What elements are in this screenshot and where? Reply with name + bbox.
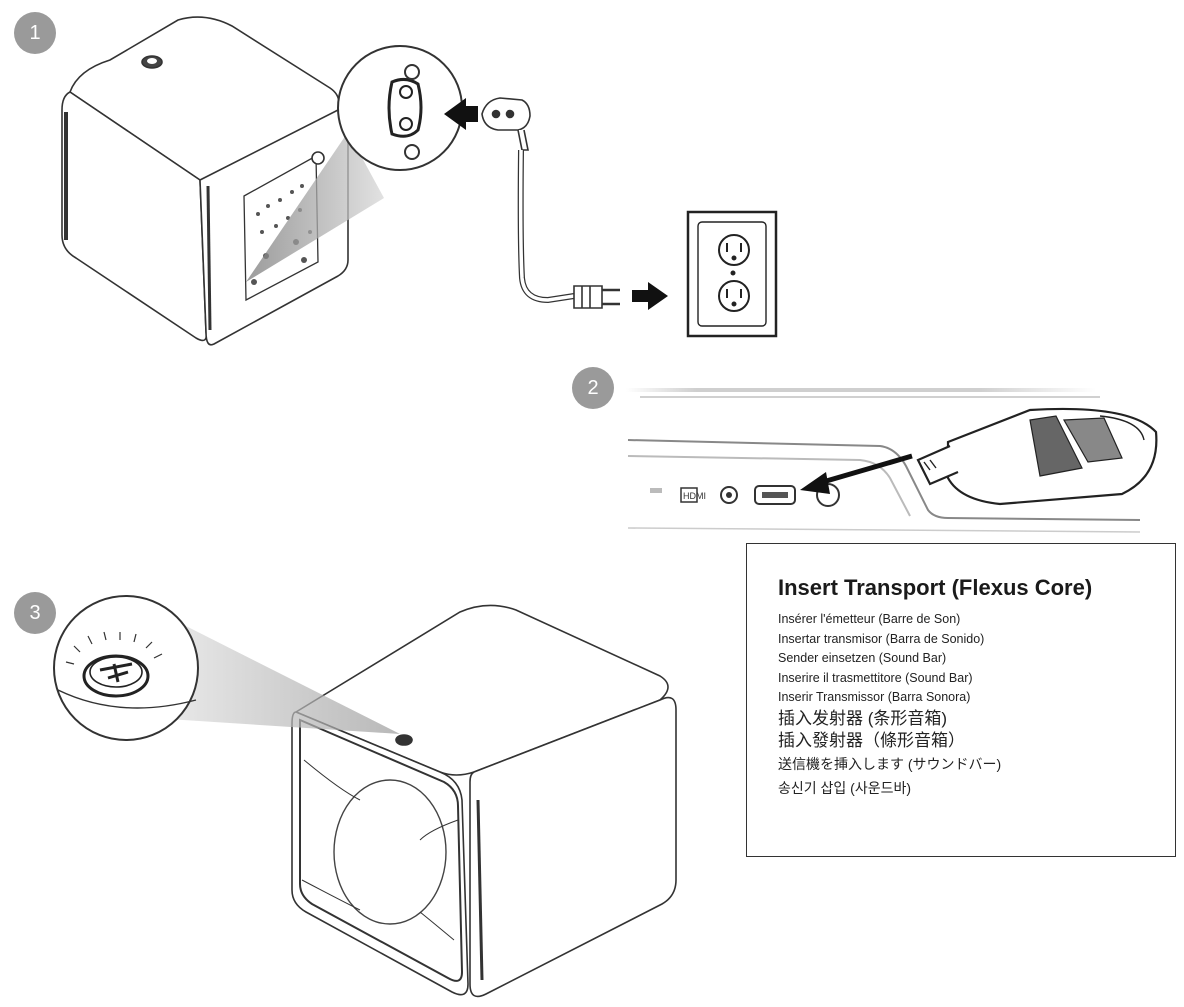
hdmi-port-label: HDMI	[683, 491, 706, 501]
translation-es: Insertar transmisor (Barra de Sonido)	[778, 631, 985, 646]
subwoofer-rear-view	[61, 16, 349, 346]
plug-arrow-icon	[632, 282, 668, 310]
insert-transmitter-arrow	[800, 453, 913, 494]
instruction-title: Insert Transport (Flexus Core)	[778, 575, 1093, 600]
step-badge-3: 3	[14, 592, 56, 634]
translation-de: Sender einsetzen (Sound Bar)	[778, 651, 947, 665]
top-button-magnifier	[53, 595, 199, 741]
subwoofer-front-view	[291, 604, 677, 998]
wall-outlet	[686, 210, 778, 338]
translation-ko: 송신기 삽입 (사운드바)	[778, 779, 912, 796]
step-badge-1: 1	[14, 12, 56, 54]
translation-pt: Inserir Transmissor (Barra Sonora)	[778, 690, 971, 704]
instruction-box: Insert Transport (Flexus Core) Insérer l…	[746, 543, 1176, 857]
soundbar-rear-view: HDMI	[626, 388, 1141, 533]
transmitter-dongle	[916, 407, 1158, 506]
translation-zh-hans: 插入发射器 (条形音箱)	[778, 708, 948, 728]
step-badge-2: 2	[572, 367, 614, 409]
translation-it: Inserire il trasmettitore (Sound Bar)	[778, 670, 973, 685]
power-cord	[481, 97, 620, 309]
zoom-beam-3	[152, 622, 400, 734]
usb-port	[754, 485, 796, 505]
zoom-beam	[246, 132, 384, 282]
translation-ja: 送信機を挿入します (サウンドバー)	[778, 755, 1002, 772]
insert-arrow-icon	[444, 98, 478, 130]
power-inlet-magnifier	[337, 45, 463, 171]
translation-fr: Insérer l'émetteur (Barre de Son)	[778, 612, 961, 626]
translation-list: Insérer l'émetteur (Barre de Son) Insert…	[778, 610, 1001, 800]
translation-zh-hant: 插入發射器（條形音箱）	[778, 730, 965, 750]
